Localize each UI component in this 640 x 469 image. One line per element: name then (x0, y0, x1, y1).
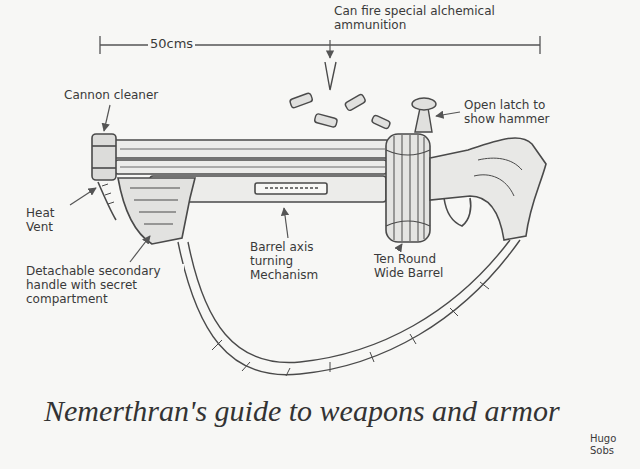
secondary-handle (98, 178, 195, 244)
annotation: Detachable secondary handle with secret … (24, 264, 184, 307)
leader-lines (70, 40, 460, 262)
annotation: Cannon cleaner (62, 88, 160, 104)
grip (430, 138, 546, 240)
dimension-line (100, 36, 540, 54)
hammer-and-ammunition (289, 62, 436, 132)
annotation: Ten Round Wide Barrel (372, 252, 452, 282)
shoulder-strap (178, 240, 520, 376)
annotation: Heat Vent (24, 206, 70, 236)
cylinder-drum (386, 134, 430, 242)
signature: Hugo Sobs (588, 432, 634, 457)
annotation: Open latch to show hammer (462, 98, 562, 128)
dimension-label: 50cms (148, 36, 195, 53)
annotation: Barrel axis turning Mechanism (248, 240, 340, 283)
annotation: Can fire special alchemical ammunition (332, 4, 542, 34)
title: Nemerthran's guide to weapons and armor (40, 394, 564, 428)
